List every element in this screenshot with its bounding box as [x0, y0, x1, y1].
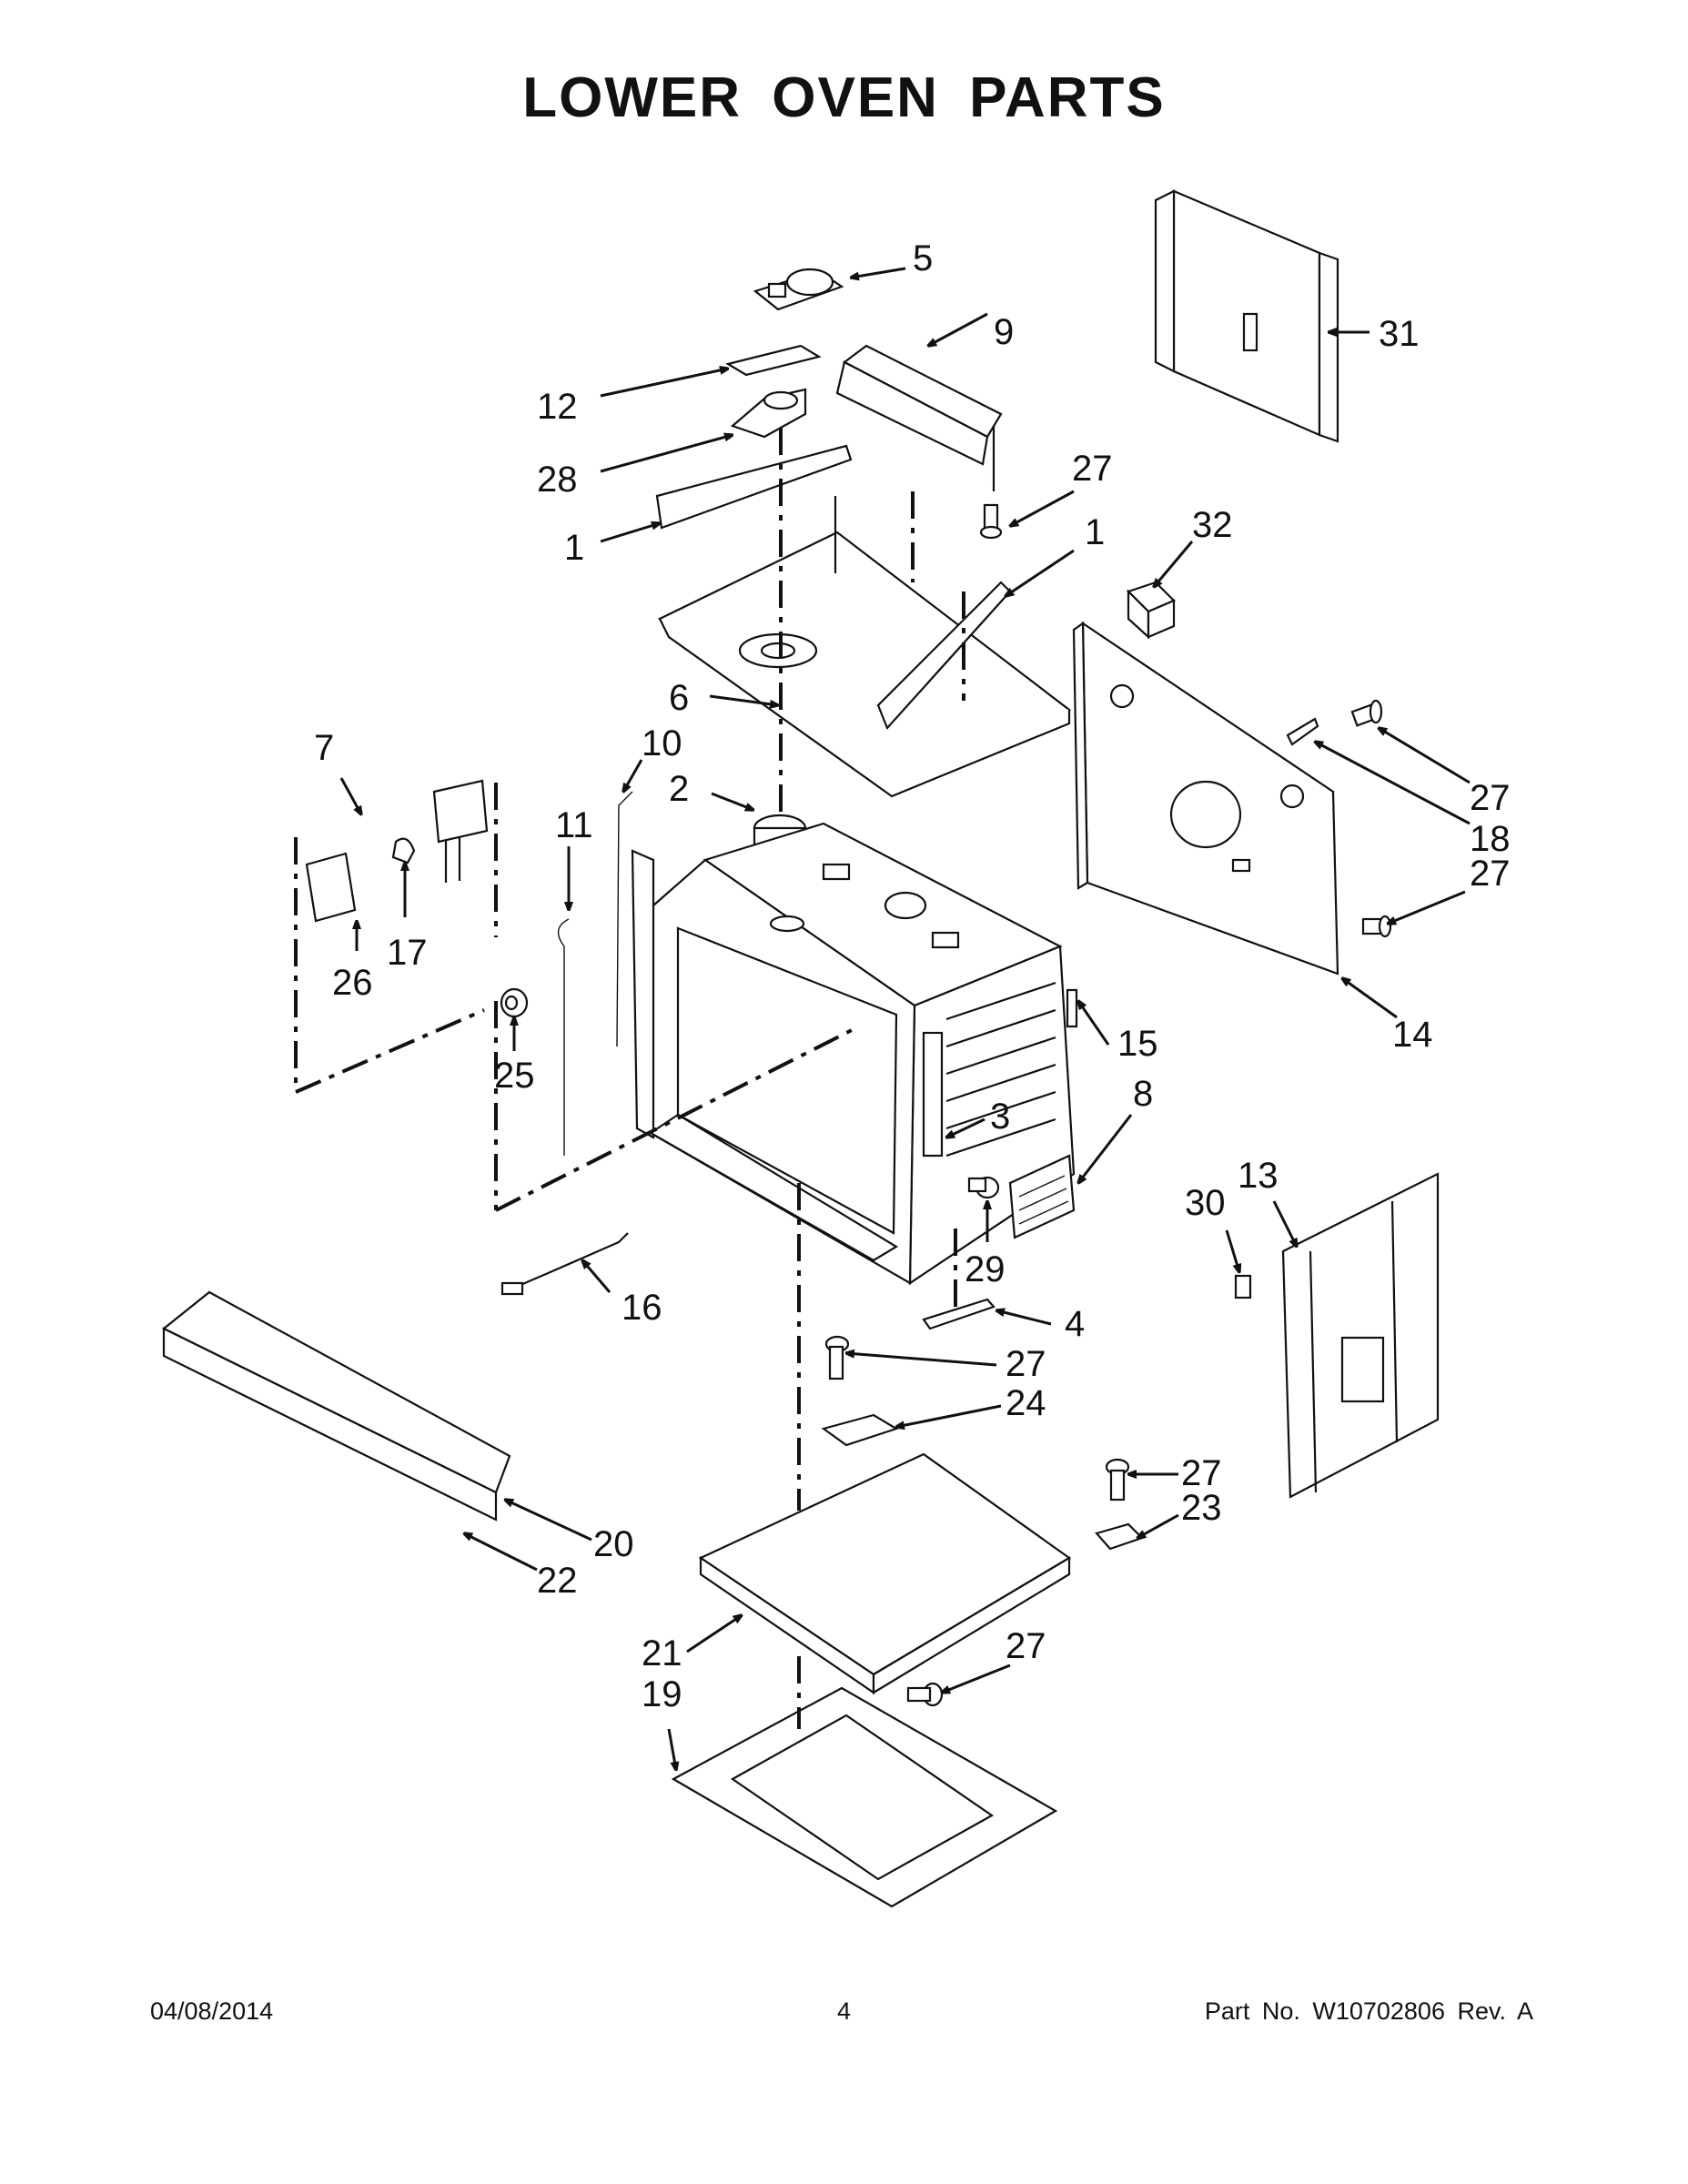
page-title: LOWER OVEN PARTS	[522, 66, 1166, 129]
callout-18: 18	[1470, 819, 1511, 859]
part-24-bracket	[821, 1413, 899, 1447]
callout-27-right-lower: 27	[1470, 854, 1511, 894]
callout-10: 10	[642, 723, 682, 763]
callout-labels: 5 12 9 28 27 1 1 32 31 6 27 18 27 14 7 1…	[314, 238, 1511, 1714]
leader-arrows	[339, 267, 1471, 1770]
part-27-screw-right-upper	[1350, 699, 1383, 727]
callout-27-top: 27	[1072, 449, 1113, 489]
callout-31: 31	[1379, 314, 1420, 354]
callout-11: 11	[555, 805, 593, 845]
callout-17: 17	[387, 933, 428, 973]
part-27-screw-mid	[824, 1335, 850, 1380]
callout-9: 9	[994, 312, 1014, 352]
callout-2: 2	[669, 769, 689, 809]
callout-3: 3	[990, 1097, 1010, 1137]
part-23-bracket	[1095, 1522, 1145, 1551]
callout-29: 29	[965, 1249, 1006, 1289]
part-15-clip	[1066, 988, 1078, 1028]
callout-27-mid: 27	[1006, 1344, 1046, 1384]
callout-1-right: 1	[1085, 512, 1105, 552]
part-11-wire	[557, 918, 570, 1156]
part-27-screw-bottom	[906, 1682, 944, 1707]
part-16-probe	[500, 1232, 629, 1296]
part-1-rail-left	[655, 444, 853, 530]
callout-20: 20	[593, 1524, 634, 1564]
callout-22: 22	[537, 1561, 578, 1601]
callout-15: 15	[1117, 1024, 1158, 1064]
part-30-clip	[1234, 1274, 1252, 1299]
callout-30: 30	[1185, 1183, 1226, 1223]
part-29-screw	[967, 1176, 1000, 1199]
callout-7: 7	[314, 728, 334, 768]
part-13-side-panel	[1281, 1172, 1440, 1499]
part-8-vent	[1008, 1154, 1076, 1239]
part-5-motor	[753, 268, 844, 311]
alignment-lines	[294, 428, 965, 1729]
part-18-sensor	[1286, 717, 1319, 746]
part-14-back-panel	[1072, 621, 1339, 976]
callout-25: 25	[494, 1056, 535, 1096]
part-9-duct	[835, 344, 1003, 491]
part-27-screw-top	[979, 503, 1003, 540]
part-19-liner	[671, 1686, 1058, 1908]
footer-page-number: 4	[836, 1997, 852, 2025]
callout-21: 21	[642, 1633, 682, 1673]
callout-23: 23	[1181, 1488, 1222, 1528]
callout-27-lower: 27	[1181, 1453, 1222, 1493]
part-12-bracket	[725, 344, 822, 377]
callout-14: 14	[1392, 1015, 1433, 1055]
part-6-top-panel	[657, 496, 1072, 798]
callout-24: 24	[1006, 1383, 1046, 1423]
part-21-bottom-panel	[698, 1452, 1072, 1695]
part-25-knob	[500, 987, 529, 1018]
callout-6: 6	[669, 678, 689, 718]
callout-8: 8	[1133, 1074, 1153, 1114]
footer-date: 04/08/2014	[150, 1997, 274, 2025]
footer-part-number: Part No. W10702806 Rev. A	[1204, 1997, 1533, 2025]
part-31-rear-panel	[1154, 189, 1339, 443]
callout-32: 32	[1192, 505, 1233, 545]
oven-cavity	[631, 822, 1076, 1286]
callout-16: 16	[622, 1288, 662, 1328]
callout-4: 4	[1065, 1304, 1085, 1344]
callout-5: 5	[913, 238, 933, 278]
part-7-light-group	[305, 779, 489, 923]
part-4-bracket	[922, 1298, 996, 1330]
part-27-screw-right-lower	[1361, 915, 1392, 938]
callout-27-bottom: 27	[1006, 1626, 1046, 1666]
callout-13: 13	[1238, 1156, 1279, 1196]
callout-27-right-upper: 27	[1470, 778, 1511, 818]
part-28-bracket	[730, 388, 807, 439]
callout-12: 12	[537, 387, 578, 427]
part-32-bracket	[1126, 581, 1176, 640]
callout-1-left: 1	[564, 528, 584, 568]
part-27-screw-lower	[1105, 1458, 1130, 1502]
callout-19: 19	[642, 1674, 682, 1714]
callout-28: 28	[537, 460, 578, 500]
part-10-strip	[616, 791, 633, 1047]
part-20-22-trim	[161, 1290, 511, 1522]
callout-26: 26	[332, 963, 373, 1003]
